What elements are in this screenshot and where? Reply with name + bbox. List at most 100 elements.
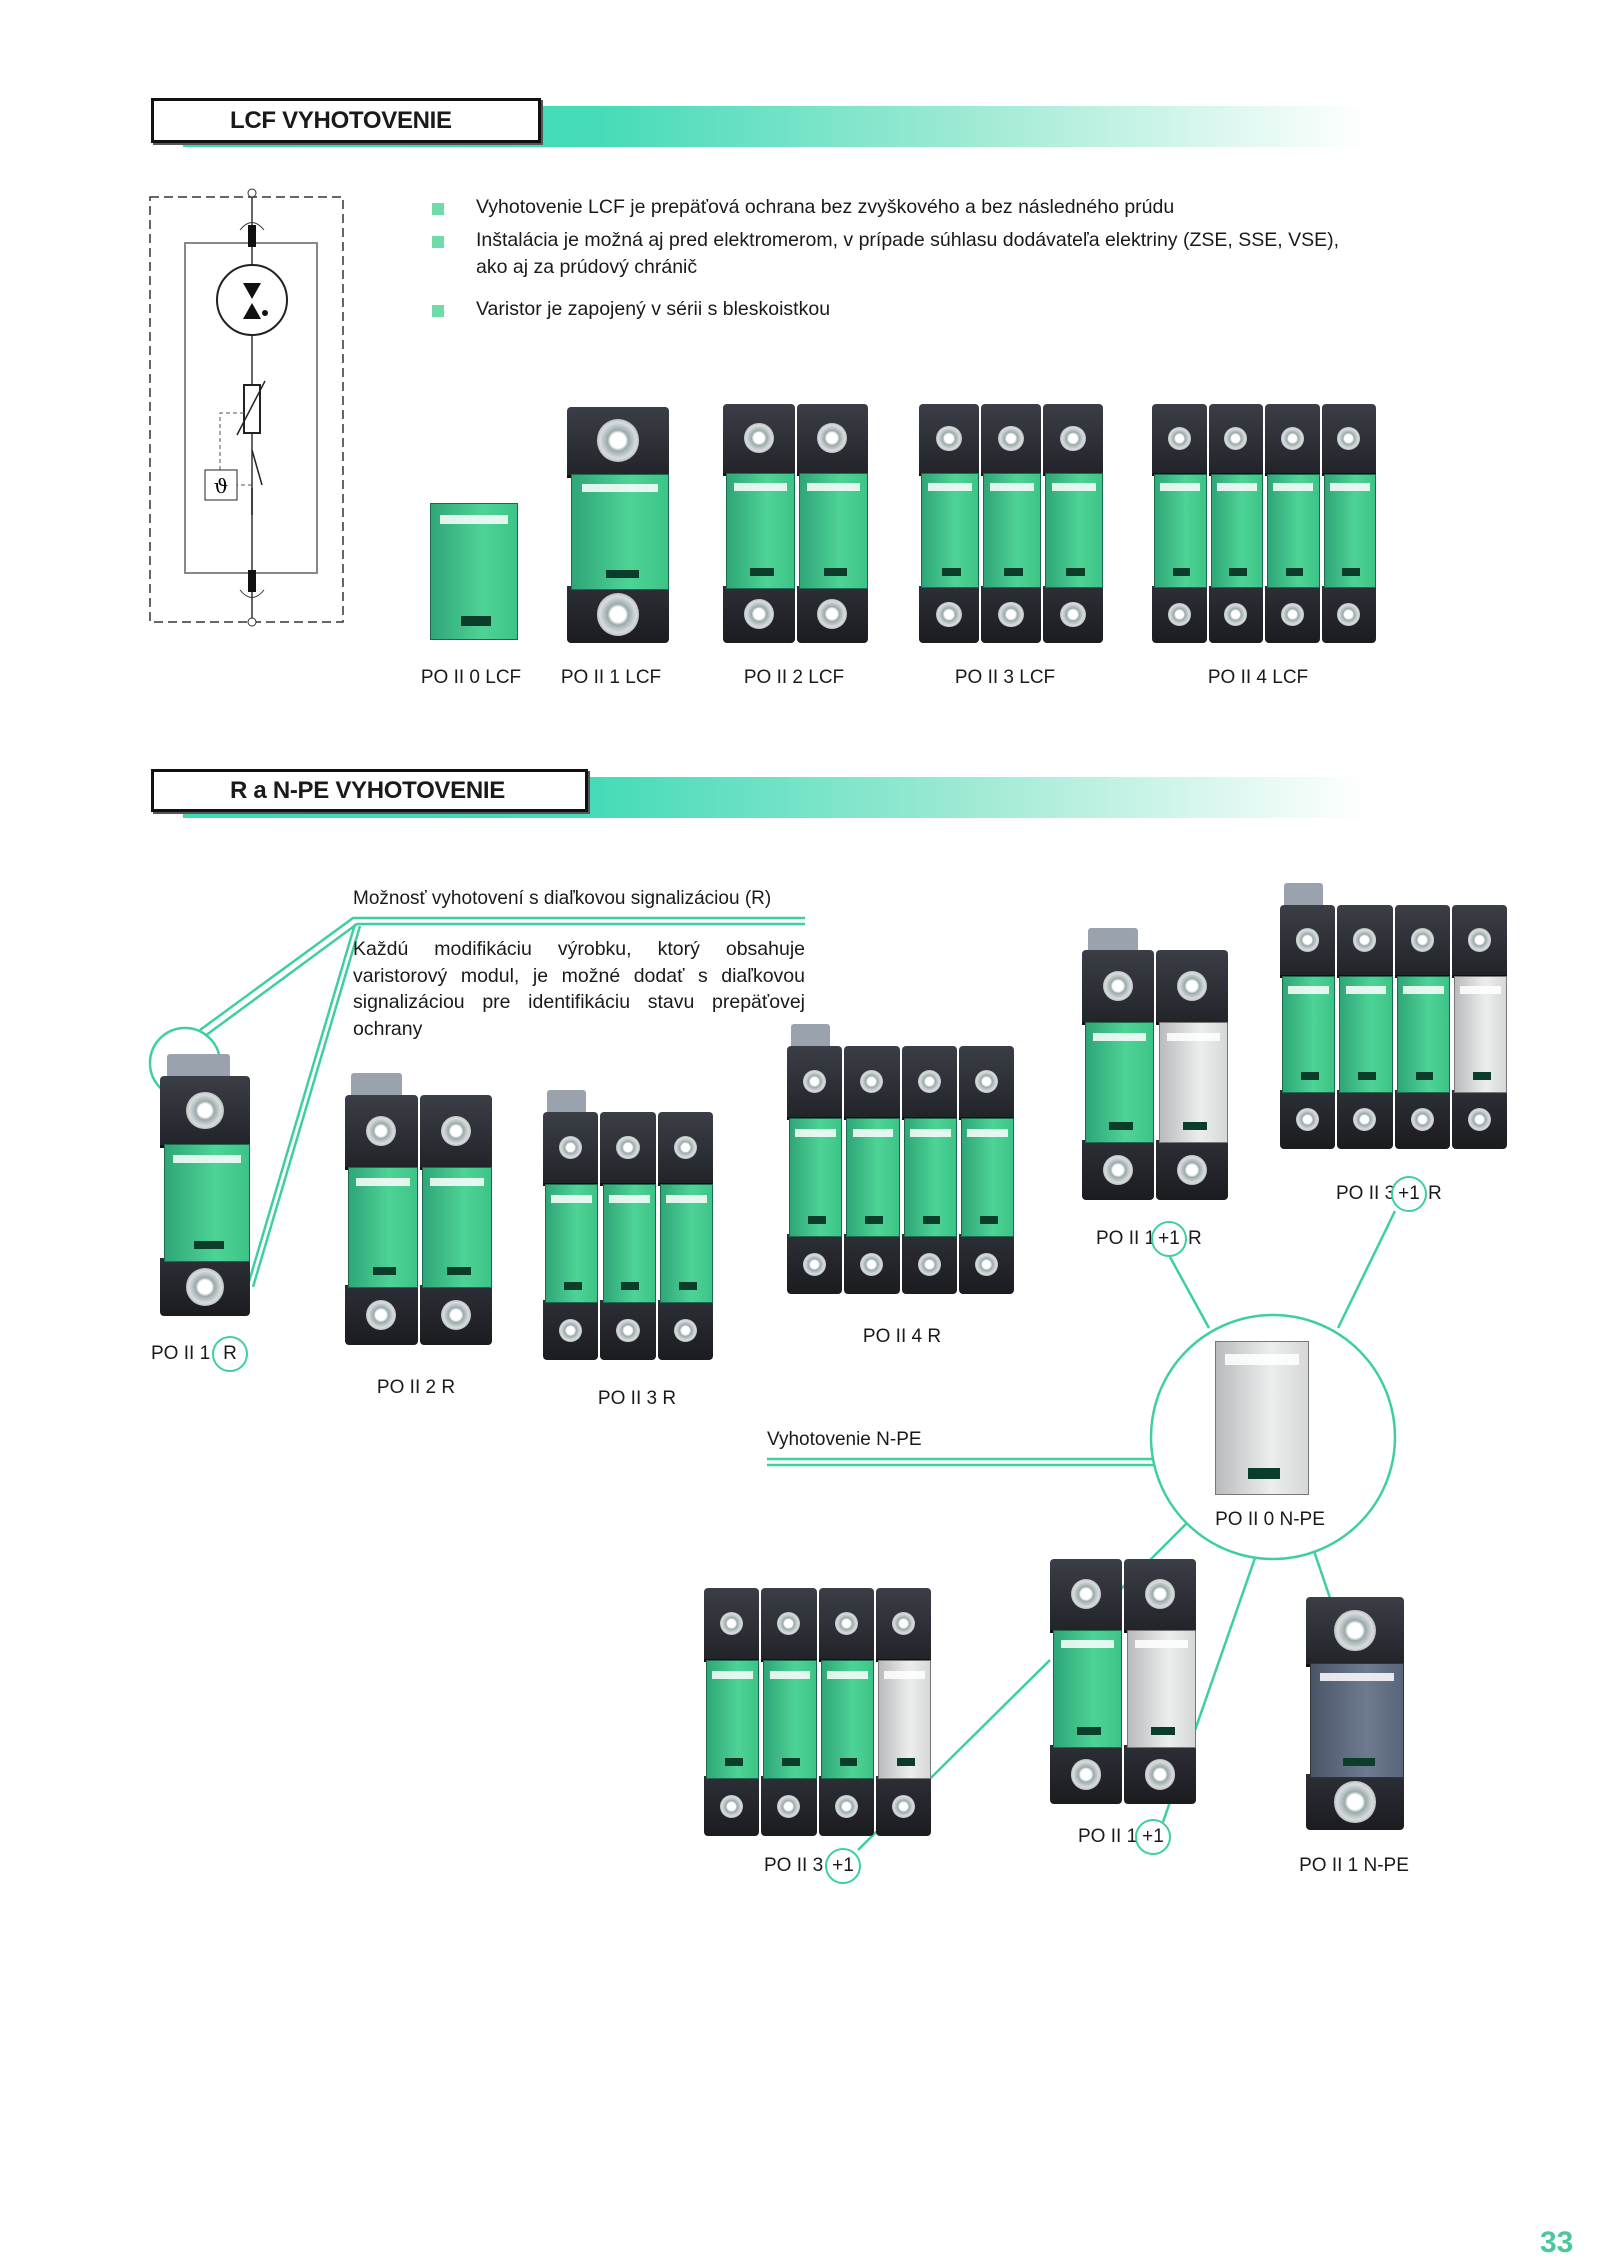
screw-icon [1280,602,1304,626]
terminal-block [1337,905,1393,979]
module-pole [1043,404,1103,643]
remote-signal-title: Možnosť vyhotovení s diaľkovou signalizá… [353,888,772,909]
terminal-block [419,1095,492,1170]
terminal-block [1082,1140,1154,1200]
screw-icon [917,1252,941,1276]
varistor-module [1052,1629,1122,1749]
varistor-module [1267,473,1320,588]
screw-icon [1102,1154,1134,1186]
product-label: PO II 0 N-PE [1215,1509,1325,1530]
terminal-block [981,404,1041,476]
module-pole [1321,404,1376,643]
product-image-po-ii-3-r [543,1089,713,1360]
varistor-module [1154,473,1207,588]
module-pole [1082,927,1154,1200]
terminal-block [919,585,979,643]
screw-icon [596,419,640,463]
screw-icon [860,1070,884,1094]
theta-symbol: ϑ [214,474,228,498]
remote-signal-description: Každú modifikáciu výrobku, ktorý obsahuj… [353,938,805,1040]
screw-icon [777,1794,801,1818]
section-title-lcf: LCF VYHOTOVENIE [151,98,541,143]
module-pole [901,1046,957,1294]
module-pole [567,407,669,643]
varistor-module [545,1184,599,1303]
screw-icon [834,1794,858,1818]
product-label: PO II 3 R [597,1388,677,1409]
varistor-module [960,1118,1014,1237]
varistor-module [163,1144,250,1262]
screw-icon [1176,1154,1208,1186]
module-pole [1208,404,1263,643]
terminal-block [1156,950,1228,1025]
module-pole [600,1112,656,1360]
varistor-module [921,473,979,589]
terminal-block [657,1300,713,1360]
bullet-text: Inštalácia je možná aj pred elektromerom… [476,229,1340,278]
module-pole [704,1588,760,1836]
product-label: PO II 2 LCF [743,667,845,688]
module-pole [981,404,1041,643]
screw-icon [743,423,774,454]
varistor-module [1158,1022,1228,1143]
screw-icon [1296,928,1320,952]
screw-icon [936,601,962,627]
screw-icon [186,1091,224,1130]
terminal-block [1043,585,1103,643]
screw-icon [891,1612,915,1636]
module-pole [796,404,868,643]
terminal-block [1306,1774,1404,1830]
terminal-block [345,1285,418,1345]
terminal-block [1265,585,1320,643]
terminal-block [1306,1597,1404,1667]
product-image-po-ii-3-lcf [919,404,1103,643]
screw-icon [743,599,774,630]
page-number: 33 [1540,2226,1574,2259]
varistor-module [1084,1022,1154,1143]
varistor-module [1453,975,1507,1093]
screw-icon [1337,602,1361,626]
screw-icon [1102,970,1134,1002]
module-pole [919,404,979,643]
screw-icon [817,423,848,454]
screw-icon [1410,1108,1434,1132]
terminal-block [1451,905,1507,979]
screw-icon [1060,425,1086,451]
terminal-block [844,1046,900,1121]
module-pole [875,1588,931,1836]
module-pole [958,1046,1014,1294]
screw-icon [1224,426,1248,450]
screw-icon [366,1299,397,1331]
terminal-block [875,1588,931,1663]
variant-badge-plus1: +1 [1391,1176,1427,1212]
terminal-block [787,1046,843,1121]
screw-icon [1410,928,1434,952]
product-label: PO II 1 [151,1343,211,1364]
product-image-po-ii-0-lcf [430,503,518,640]
screw-icon [616,1318,640,1342]
screw-icon [1334,1781,1376,1823]
terminal-block [1152,404,1207,476]
module-pole [430,503,518,640]
product-label: PO II 1 LCF [560,667,662,688]
module-pole [818,1588,874,1836]
terminal-block [958,1234,1014,1294]
screw-icon [1070,1759,1102,1790]
terminal-block [761,1776,817,1836]
terminal-block [1050,1745,1122,1804]
product-label: PO II 3 [764,1855,824,1876]
bullet-icon [432,203,444,215]
npe-title: Vyhotovenie N-PE [767,1429,922,1450]
varistor-module [706,1660,760,1779]
terminal-block [1124,1745,1196,1804]
terminal-block [1265,404,1320,476]
product-label: PO II 3 LCF [954,667,1056,688]
terminal-block [1152,585,1207,643]
screw-icon [1144,1759,1176,1790]
terminal-block [981,585,1041,643]
module-pole [1451,905,1507,1149]
remote-signal-contact [1087,927,1139,950]
module-pole [160,1054,250,1316]
terminal-block [1451,1090,1507,1149]
varistor-module [1045,473,1103,589]
